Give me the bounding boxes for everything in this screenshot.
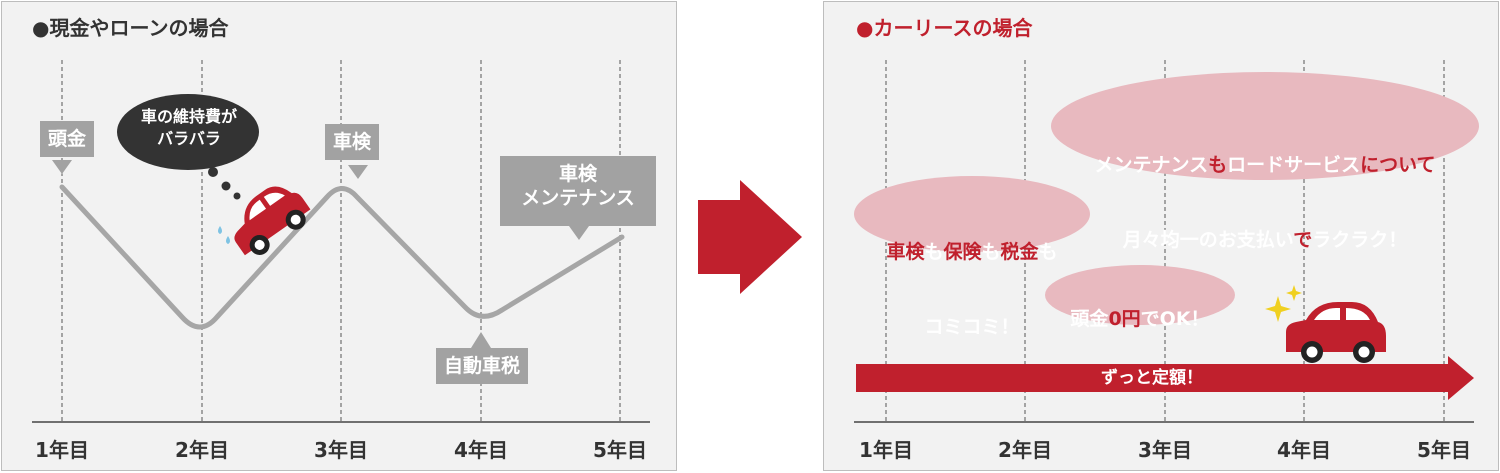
year-label: 2年目 [175,438,229,462]
year-label: 5年目 [593,438,647,462]
inspection-bubble-line: 車検も保険も税金も [854,215,1090,265]
bubble-text-segment: 税金 [1000,241,1039,263]
year-label: 4年目 [454,438,508,462]
bubble-text-segment: も [1038,241,1058,263]
cost-fluctuation-chart [32,60,650,423]
bubble-text-segment: 頭金 [1070,308,1109,330]
thought-dot [221,181,231,191]
bubble-text-segment: メンテナンス [1094,154,1209,176]
down-payment-label: 頭金 [40,121,95,157]
maintenance-bubble-text: メンテナンスもロードサービスについて 月々均一のお支払いでラクラク！ [1051,103,1479,278]
sparkle-icon [1265,296,1291,322]
inspection-bubble [854,176,1090,252]
year-label: 3年目 [314,438,368,462]
fixed-cost-chart [854,60,1479,423]
year-label: 2年目 [998,438,1052,462]
thought-bubble-text: 車の維持費が バラバラ [140,107,237,148]
inspection-maintenance-label: 車検 メンテナンス [500,156,656,226]
thought-dot [233,192,241,200]
cost-line [59,184,625,330]
left-panel-title: ●現金やローンの場合 [32,16,229,40]
right-panel-title: ●カーリースの場合 [856,16,1033,40]
label-tail [569,226,589,240]
thought-bubble [117,94,259,170]
label-tail [52,160,72,174]
bubble-text-segment: でOK！ [1140,308,1210,330]
year-label: 5年目 [1417,438,1471,462]
maintenance-bubble-line: 月々均一のお支払いでラクラク！ [1051,203,1479,253]
bubble-text-segment: 車検 [886,241,925,263]
right-arrow-icon [698,180,802,294]
bubble-text-segment: について [1360,154,1436,176]
bubble-text-segment: も [981,241,1001,263]
car-lease-panel: ●カーリースの場合 メンテナンスもロードサービスについて 月々均一のお支払いでラ… [823,1,1499,471]
bubble-text-segment: で [1293,229,1313,251]
bubble-text-segment: 保険 [943,241,982,263]
cash-loan-panel: ●現金やローンの場合 頭金 車検 自動車税 車検 メンテナンス 車の維持費が バ… [1,1,677,471]
bubble-text-segment: 月々均一のお支払い [1122,229,1294,251]
bubble-text-segment: 0円 [1108,308,1141,330]
auto-tax-label: 自動車税 [436,348,529,384]
maintenance-bubble [1051,72,1479,180]
sparkle-icon [1286,285,1302,301]
bubble-text-segment: ラクラク！ [1312,229,1408,251]
bubble-text-segment: ロードサービス [1227,154,1361,176]
label-tail [348,165,368,179]
maintenance-bubble-line: メンテナンスもロードサービスについて [1051,128,1479,178]
inspection-bubble-text: 車検も保険も税金も コミコミ！ [854,190,1090,365]
inspection-bubble-line: コミコミ！ [854,290,1090,340]
bubble-text-segment: も [924,241,944,263]
sweat-drop-icon [218,226,222,234]
year-label: 4年目 [1277,438,1331,462]
inspection-label: 車検 [325,124,380,160]
year-label: 1年目 [35,438,89,462]
red-car-icon [1286,302,1386,363]
bubble-text-segment: も [1208,154,1228,176]
fixed-amount-arrow [856,356,1474,400]
label-tail [471,332,491,348]
bubble-text-segment: コミコミ！ [924,316,1020,338]
year-label: 1年目 [859,438,913,462]
red-car-icon [234,186,311,256]
fixed-amount-label: ずっと定額！ [1101,368,1203,388]
down-payment-bubble [1045,265,1235,325]
year-label: 3年目 [1138,438,1192,462]
thought-dot [208,167,218,177]
down-payment-bubble-text: 頭金0円でOK！ [1045,282,1235,332]
sweat-drop-icon [226,236,230,244]
